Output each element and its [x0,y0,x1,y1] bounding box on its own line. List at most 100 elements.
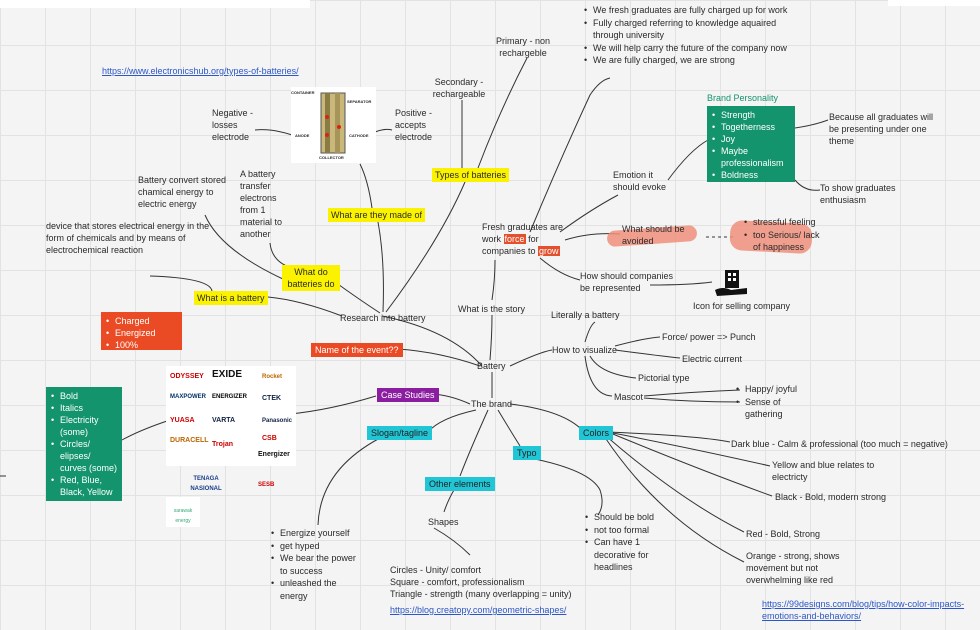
slogan-item: We will help carry the future of the com… [584,42,793,55]
text-enthusiasm: To show graduates enthusiasm [820,183,896,205]
line-colors-red [605,435,745,533]
logos-row-2: TENAGA NASIONAL SESB [166,466,296,496]
logo-duracell: DURACELL [170,437,209,444]
line-battery-event [397,348,481,367]
node-case-studies[interactable]: Case Studies [377,388,439,402]
node-the-brand[interactable]: The brand [471,399,513,409]
line-battery-story [489,314,493,361]
line-mascot-happy [643,389,741,397]
text-device-definition: device that stores electrical energy in … [46,221,210,255]
trait-item: Red, Blue, Black, Yellow [51,474,118,498]
node-emotion[interactable]: Emotion it should evoke [613,170,667,192]
node-made-of[interactable]: What are they made of [328,208,426,222]
node-colors[interactable]: Colors [579,426,614,440]
logo-sarawak: sarawak energy [173,508,193,524]
node-what-is-the-story[interactable]: What is the story [458,304,526,314]
node-how-to-visualize[interactable]: How to visualize [552,345,618,355]
line-colors-yellow [607,431,771,467]
logos-panel: ODYSSEY EXIDE Rocket MAXPOWER ENERGIZER … [166,366,296,466]
line-mascot-sense [643,397,741,403]
battery-diagram-image: CONTAINER SEPARATOR ANODE CATHODE COLLEC… [291,87,376,163]
line-fresh-emotion [559,194,619,233]
diagram-label-cathode: CATHODE [349,133,369,138]
node-what-is-battery[interactable]: What is a battery [194,291,268,305]
slogan-item: We are fully charged, we are strong [584,54,793,67]
line-typo-items [529,457,603,516]
logo-exide: EXIDE [212,369,243,380]
personality-item: Joy [712,133,791,145]
text-secondary: Secondary - rechargeable [432,77,486,99]
logo-energizer-dark: ENERGIZER [212,394,248,400]
tagline-item: unleashed the energy [271,577,365,602]
typo-item: Should be bold [585,511,664,524]
avoid-item: stressful feeling [744,216,823,229]
logo-energizer: Energizer [258,451,290,458]
line-visualize-force [614,336,661,347]
text-icon-caption: Icon for selling company [693,301,791,311]
mascot-list: Happy/ joyful Sense of gathering [735,383,805,421]
logo-trojan: Trojan [212,441,234,448]
battery-cell-illustration [320,92,346,154]
node-slogan-tagline[interactable]: Slogan/tagline [367,426,433,440]
text-dark-blue: Dark blue - Calm & professional (too muc… [731,439,948,449]
line-visualize-pictorial [589,355,637,379]
text-yellow-blue: Yellow and blue relates to electricty [772,460,875,482]
node-name-of-event[interactable]: Name of the event?? [311,343,403,357]
top-card-left [0,0,310,8]
node-fresh-graduates[interactable]: Fresh graduates are work force for compa… [482,221,566,257]
case-traits-box: Bold Italics Electricity (some) Circles/… [46,387,122,501]
link-99designs[interactable]: https://99designs.com/blog/tips/how-colo… [762,599,965,621]
personality-item: Strength [712,109,791,121]
line-brand-slogan [427,409,477,433]
line-story-fresh [491,259,496,301]
text-because: Because all graduates will be presenting… [829,112,934,146]
text-pictorial: Pictorial type [638,373,690,383]
event-option: 100% [106,339,178,351]
node-research[interactable]: Research into battery [340,313,426,323]
link-electronicshub[interactable]: https://www.electronicshub.org/types-of-… [102,66,299,76]
line-represented-icon [649,281,713,286]
text-positive: Positive - accepts electrode [395,108,433,142]
node-other-elements[interactable]: Other elements [425,477,495,491]
node-should-be-avoided[interactable]: What should be avoided [622,224,685,246]
node-what-do-batteries-do[interactable]: What do batteries do [282,265,340,291]
text-primary: Primary - non rechargeble [495,36,550,58]
line-visualize-literal [584,321,596,343]
line-whatdo-convert [204,214,286,281]
text-force-punch: Force/ power => Punch [662,332,756,342]
line-logos-traits [121,419,171,441]
logo-varta: VARTA [212,417,236,424]
logo-csb: CSB [262,435,277,442]
line-other-shapes [443,489,455,513]
line-cases-logos [289,395,377,415]
logo-ctek: CTEK [262,395,282,402]
node-battery[interactable]: Battery [477,361,506,371]
event-option: Charged [106,315,178,327]
fresh-text-1: Fresh graduates are work [482,222,564,244]
fresh-highlight-grow: grow [538,246,560,256]
line-personality-enthusiasm [794,179,821,191]
typo-item: not too formal [585,524,664,537]
line-visualize-electric [614,349,681,359]
event-options-box: Charged Energized 100% [101,312,182,351]
line-personality-because [794,119,829,129]
link-creatopy[interactable]: https://blog.creatopy.com/geometric-shap… [390,605,567,615]
avoid-items-list: stressful feeling too Serious/ lack of h… [743,216,823,254]
node-typo[interactable]: Typo [513,446,541,460]
text-orange: Orange - strong, shows movement but not … [746,551,840,585]
line-madeof-img [359,163,373,209]
node-mascot[interactable]: Mascot [614,392,644,402]
logo-yuasa: YUASA [170,417,195,424]
line-whatis-device [149,275,213,292]
line-brand-typo [497,409,521,447]
trait-item: Circles/ elipses/ curves (some) [51,438,118,474]
line-emotion-personality [667,139,709,181]
node-types-of-batteries[interactable]: Types of batteries [432,168,510,182]
top-card-right [888,0,980,6]
mascot-item: Happy/ joyful [736,383,805,396]
logo-sarawak-panel: sarawak energy [166,497,200,527]
node-represented[interactable]: How should companies be represented [580,271,674,293]
text-triangle: Triangle - strength (many overlapping = … [390,589,572,599]
text-black: Black - Bold, modern strong [775,492,887,502]
node-shapes[interactable]: Shapes [428,517,459,527]
